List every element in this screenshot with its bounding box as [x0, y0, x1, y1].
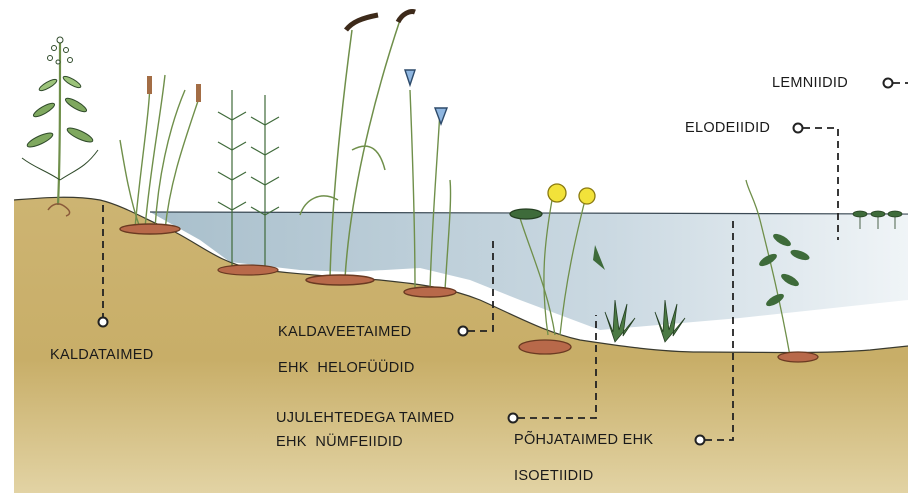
endpoint-nymfeiidid [509, 414, 518, 423]
label-helofuudid-line1: KALDAVEETAIMED [278, 325, 411, 340]
endpoint-lemniidid [884, 79, 893, 88]
shore-plant [22, 37, 98, 216]
label-nymfeiidid-line2: EHK NÜMFEIIDID [276, 435, 403, 450]
label-kaldataimed: KALDATAIMED [50, 348, 153, 363]
label-helofuudid-line2: EHK HELOFÜÜDID [278, 361, 415, 376]
reed-group-left [120, 75, 201, 234]
endpoint-kaldataimed [99, 318, 108, 327]
endpoint-elodeiidid [794, 124, 803, 133]
endpoint-isoetiidid [696, 436, 705, 445]
label-nymfeiidid-line1: UJULEHTEDEGA TAIMED [276, 411, 454, 426]
label-elodeiidid: ELODEIIDID [685, 121, 770, 136]
endpoint-helofuudid [459, 327, 468, 336]
label-isoetiidid-line2: ISOETIIDID [514, 469, 594, 484]
label-lemniidid: LEMNIIDID [772, 76, 848, 91]
label-isoetiidid-line1: PÕHJATAIMED EHK [514, 433, 653, 448]
